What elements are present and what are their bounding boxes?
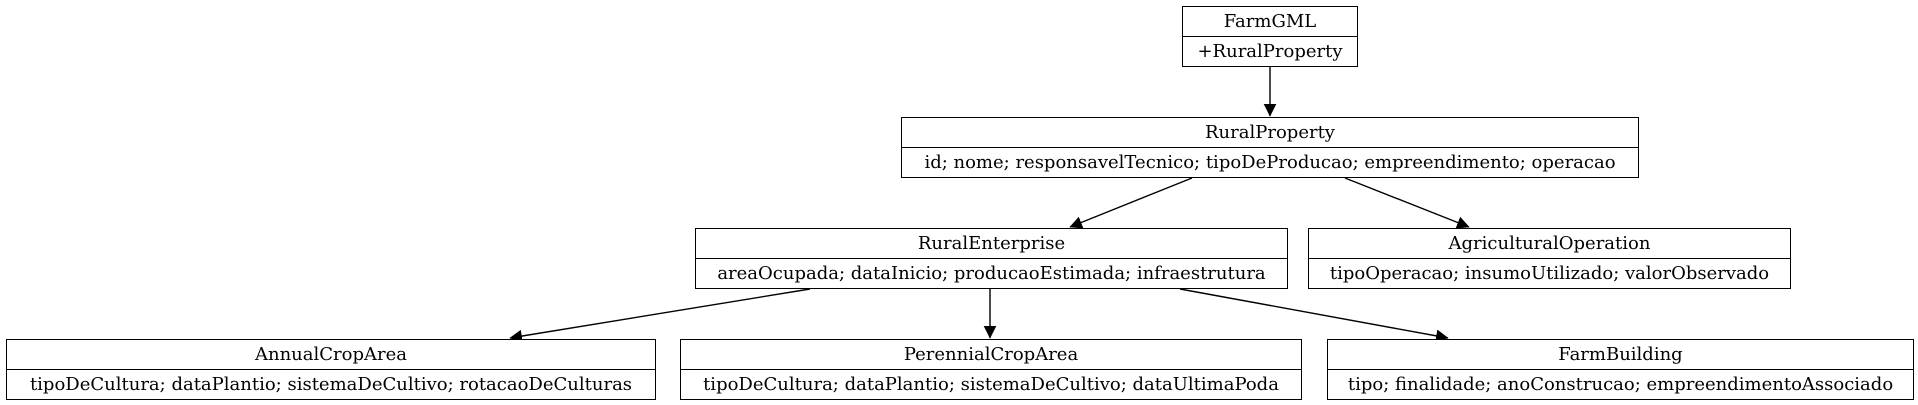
node-ruralproperty: RuralProperty id; nome; responsavelTecni… [901, 117, 1639, 178]
node-title: AnnualCropArea [7, 340, 655, 370]
node-annualcroparea: AnnualCropArea tipoDeCultura; dataPlanti… [6, 339, 656, 400]
node-title: RuralEnterprise [696, 229, 1287, 259]
node-farmbuilding: FarmBuilding tipo; finalidade; anoConstr… [1327, 339, 1914, 400]
node-title: FarmGML [1183, 7, 1357, 37]
node-attributes: tipo; finalidade; anoConstrucao; empreen… [1347, 374, 1894, 395]
node-title: FarmBuilding [1328, 340, 1913, 370]
edge-ruralenterprise-annualcroparea [509, 288, 811, 343]
node-title: PerennialCropArea [681, 340, 1301, 370]
node-attributes: id; nome; responsavelTecnico; tipoDeProd… [924, 152, 1616, 173]
node-attributes: tipoDeCultura; dataPlantio; sistemaDeCul… [29, 374, 633, 395]
node-perennialcroparea: PerennialCropArea tipoDeCultura; dataPla… [680, 339, 1302, 400]
node-attributes: tipoOperacao; insumoUtilizado; valorObse… [1329, 263, 1770, 284]
node-title: RuralProperty [902, 118, 1638, 148]
edge-ruralproperty-agriculturaloperation [1344, 177, 1470, 229]
node-attributes: +RuralProperty [1197, 41, 1343, 62]
node-attributes: tipoDeCultura; dataPlantio; sistemaDeCul… [703, 374, 1279, 395]
node-title: AgriculturalOperation [1309, 229, 1790, 259]
edge-ruralenterprise-farmbuilding [1179, 288, 1449, 343]
edge-ruralproperty-ruralenterprise [1069, 177, 1193, 229]
node-attributes: areaOcupada; dataInicio; producaoEstimad… [717, 263, 1266, 284]
node-ruralenterprise: RuralEnterprise areaOcupada; dataInicio;… [695, 228, 1288, 289]
node-agriculturaloperation: AgriculturalOperation tipoOperacao; insu… [1308, 228, 1791, 289]
node-farmgml: FarmGML +RuralProperty [1182, 6, 1358, 67]
